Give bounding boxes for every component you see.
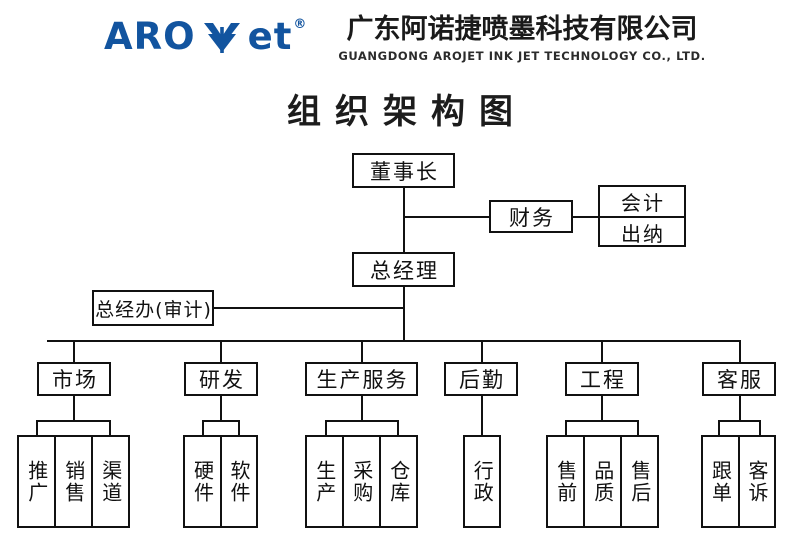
connector-service-bus [718, 420, 761, 423]
connector-bus-to-engineering [601, 340, 604, 363]
node-leaf-procurement[interactable]: 采购 [344, 437, 381, 526]
leaf-group-rd: 硬件 软件 [183, 435, 258, 528]
node-leaf-aftersales[interactable]: 售后 [627, 459, 652, 504]
node-leaf-administration[interactable]: 行政 [470, 459, 495, 504]
connector-finance-to-accounting [571, 216, 600, 219]
node-leaf-quality[interactable]: 品质 [585, 437, 622, 526]
connector-gm-office [211, 307, 405, 310]
logo-text-aro: ARO [104, 15, 196, 58]
node-leaf-order-follow[interactable]: 跟单 [703, 437, 740, 526]
node-department-rd[interactable]: 研发 [184, 362, 258, 396]
node-chairman[interactable]: 董事长 [352, 153, 455, 188]
node-leaf-hardware[interactable]: 硬件 [185, 437, 222, 526]
connector-market-child-1 [36, 420, 39, 436]
node-leaf-channel[interactable]: 渠道 [98, 459, 123, 504]
connector-engineering-child-1 [565, 420, 568, 436]
connector-bus-to-service [739, 340, 742, 363]
company-logo: ARO et ® [104, 17, 306, 63]
company-name-cn: 广东阿诺捷喷墨科技有限公司 [346, 14, 698, 45]
connector-service-child-2 [759, 420, 762, 436]
connector-bus-to-logistics [481, 340, 484, 363]
connector-engineering-stem [601, 396, 604, 422]
leaf-group-market: 推广 销售 渠道 [17, 435, 130, 528]
connector-engineering-child-3 [637, 420, 640, 436]
connector-service-child-1 [718, 420, 721, 436]
connector-bus-to-rd [220, 340, 223, 363]
page-title: 组织架构图 [287, 92, 527, 132]
connector-production-stem [361, 396, 364, 422]
node-department-production[interactable]: 生产服务 [305, 362, 418, 396]
page-header: ARO et ® 广东阿诺捷喷墨科技有限公司 GUANGDONG AROJET … [0, 0, 800, 80]
arojet-leaf-icon [202, 17, 242, 57]
connector-engineering-bus [565, 420, 639, 423]
node-leaf-presales[interactable]: 售前 [548, 437, 585, 526]
connector-chairman-to-gm [403, 186, 406, 254]
connector-production-bus [325, 420, 399, 423]
node-finance[interactable]: 财务 [489, 200, 573, 233]
node-accounting[interactable]: 会计 [600, 187, 684, 218]
connector-rd-bus [202, 420, 240, 423]
connector-department-bus [47, 340, 741, 343]
company-name-block: 广东阿诺捷喷墨科技有限公司 GUANGDONG AROJET INK JET T… [322, 14, 722, 64]
node-leaf-promotion[interactable]: 推广 [19, 437, 56, 526]
connector-gm-to-bus [403, 286, 406, 342]
connector-chairman-to-finance [403, 216, 491, 219]
connector-bus-to-market [73, 340, 76, 363]
node-leaf-complaint[interactable]: 客诉 [744, 459, 769, 504]
node-leaf-warehouse[interactable]: 仓库 [386, 459, 411, 504]
connector-rd-child-2 [238, 420, 241, 436]
connector-production-child-3 [397, 420, 400, 436]
registered-trademark-icon: ® [293, 17, 307, 32]
connector-rd-child-1 [202, 420, 205, 436]
leaf-group-logistics: 行政 [463, 435, 501, 528]
node-finance-children: 会计 出纳 [598, 185, 686, 247]
node-department-logistics[interactable]: 后勤 [444, 362, 518, 396]
connector-market-child-3 [109, 420, 112, 436]
node-department-service[interactable]: 客服 [702, 362, 776, 396]
connector-production-child-1 [325, 420, 328, 436]
node-department-engineering[interactable]: 工程 [565, 362, 639, 396]
node-department-market[interactable]: 市场 [37, 362, 111, 396]
connector-logistics-stem [481, 396, 484, 436]
node-leaf-sales[interactable]: 销售 [56, 437, 93, 526]
connector-market-bus [36, 420, 111, 423]
leaf-group-engineering: 售前 品质 售后 [546, 435, 659, 528]
node-leaf-software[interactable]: 软件 [226, 459, 251, 504]
connector-service-stem [739, 396, 742, 422]
connector-market-stem [73, 396, 76, 422]
node-cashier[interactable]: 出纳 [621, 222, 665, 246]
node-gm-office[interactable]: 总经办(审计) [92, 290, 214, 326]
company-name-en: GUANGDONG AROJET INK JET TECHNOLOGY CO.,… [338, 49, 706, 63]
connector-bus-to-production [361, 340, 364, 363]
node-general-manager[interactable]: 总经理 [352, 252, 455, 287]
logo-text-et: et [247, 15, 293, 58]
node-leaf-production[interactable]: 生产 [307, 437, 344, 526]
leaf-group-production: 生产 采购 仓库 [305, 435, 418, 528]
leaf-group-service: 跟单 客诉 [701, 435, 776, 528]
connector-rd-stem [220, 396, 223, 422]
